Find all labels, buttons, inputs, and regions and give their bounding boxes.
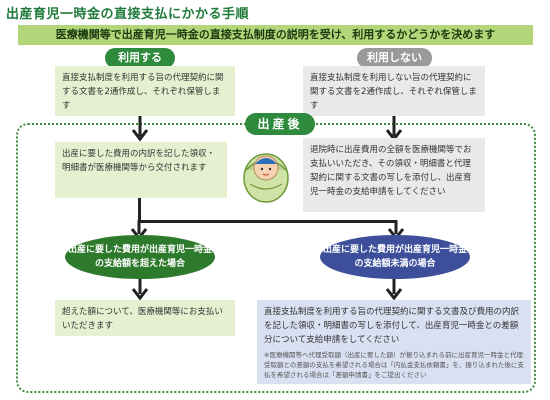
full-payment-box: 退院時に出産費用の全額を医療機関等でお支払いいただき、その領収・明細書と代理契約… [303, 138, 485, 212]
difference-claim-text: 直接支払制度を利用する旨の代理契約に関する文書及び費用の内訳を記した領収・明細書… [264, 307, 520, 345]
pay-excess-box: 超えた額について、医療機関等にお支払いいただきます [55, 300, 235, 336]
page-title: 出産育児一時金の直接支払にかかる手順 [6, 7, 250, 22]
connector-line [138, 220, 396, 223]
under-amount-oval: 出産に要した費用が出産育児一時金の支給額未満の場合 [320, 235, 470, 279]
use-contract-box: 直接支払制度を利用する旨の代理契約に関する文書を2通作成し、それぞれ保管します [55, 66, 235, 116]
arrow-down-icon [131, 116, 149, 142]
after-birth-label: 出産後 [245, 113, 315, 135]
baby-illustration [243, 153, 289, 203]
intro-banner: 医療機関等で出産育児一時金の直接支払制度の説明を受け、利用するかどうかを決めます [18, 25, 533, 45]
difference-claim-note: ※医療機関等へ代理受取額（出産に要した額）が振り込まれる前に出産育児一時金と代理… [264, 351, 524, 379]
connector-line [138, 198, 141, 222]
not-use-pill: 利用しない [357, 48, 432, 68]
arrow-down-icon [385, 279, 403, 301]
receipt-box: 出産に要した費用の内訳を記した領収・明細書が医療機関等から交付されます [55, 142, 227, 198]
use-pill: 利用する [105, 48, 175, 68]
over-amount-oval: 出産に要した費用が出産育児一時金の支給額を超えた場合 [65, 235, 215, 279]
arrow-down-icon [131, 279, 149, 301]
not-use-contract-box: 直接支払制度を利用しない旨の代理契約に関する文書を2通作成し、それぞれ保管します [303, 66, 485, 116]
difference-claim-box: 直接支払制度を利用する旨の代理契約に関する文書及び費用の内訳を記した領収・明細書… [257, 300, 531, 384]
